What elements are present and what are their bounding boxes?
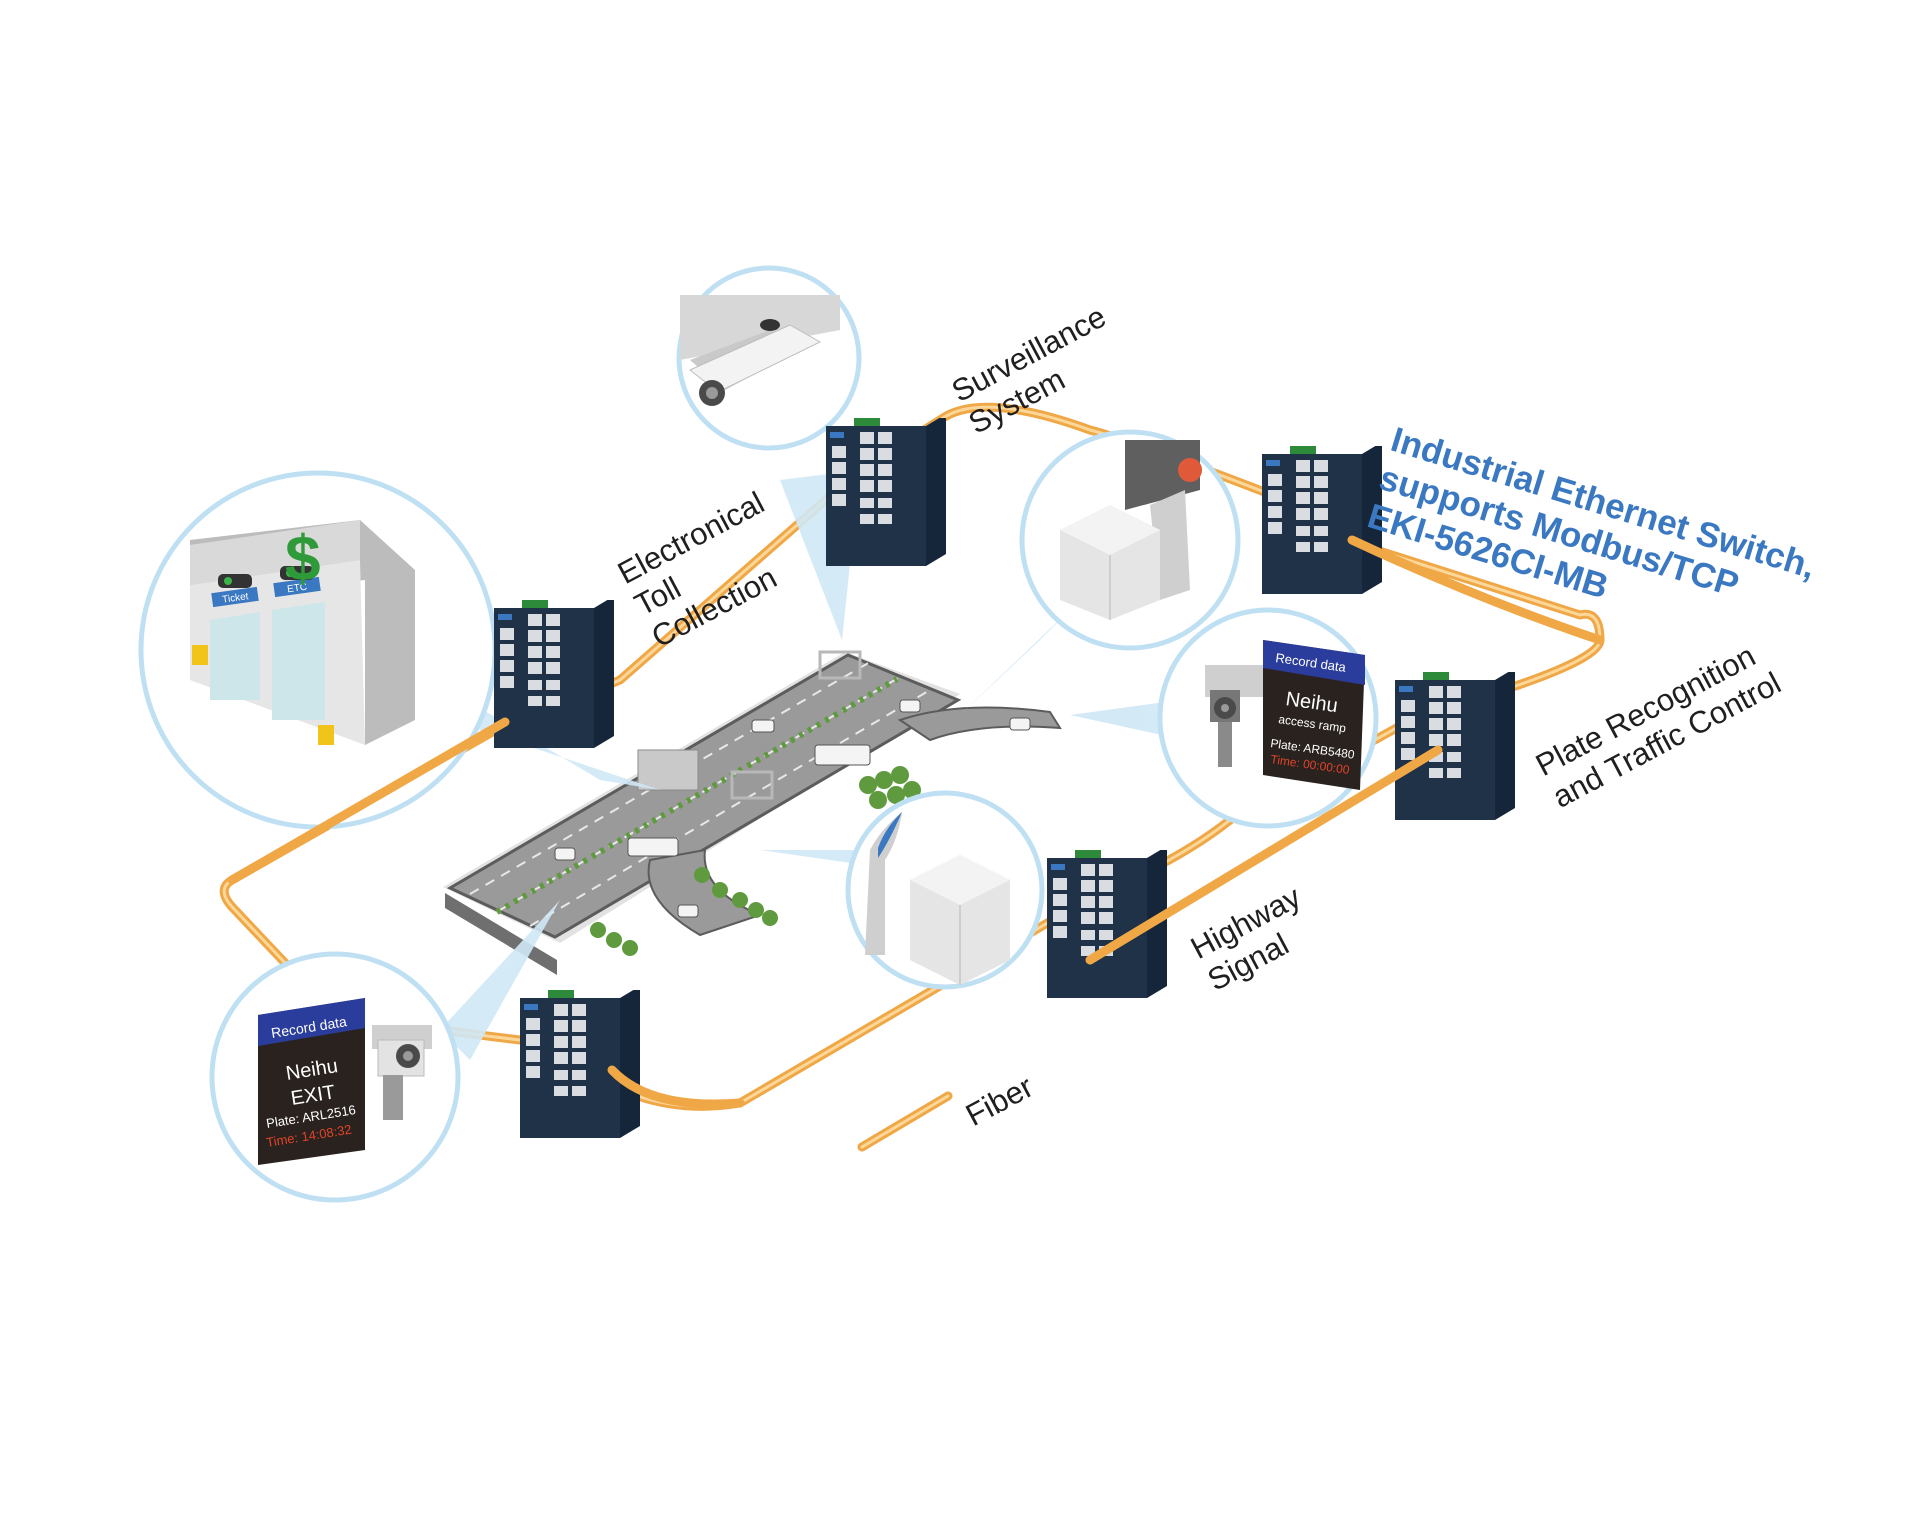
ethernet-switch-icon xyxy=(1395,672,1515,820)
record-display-exit: Record data Neihu EXIT Plate: ARL2516 Ti… xyxy=(258,998,365,1165)
ethernet-switch-icon xyxy=(520,990,640,1138)
record-display-access: Record data Neihu access ramp Plate: ARB… xyxy=(1263,640,1365,790)
svg-text:ETC: ETC xyxy=(287,582,308,596)
ethernet-switch-icon xyxy=(1262,446,1382,594)
toll-booth-icon: Ticket ETC $ xyxy=(190,520,415,745)
dollar-icon: $ xyxy=(285,522,321,594)
traffic-controller-icon xyxy=(865,812,1010,985)
surveillance-camera-icon xyxy=(680,295,840,406)
ethernet-switch-icon xyxy=(494,600,614,748)
highway-scene xyxy=(443,650,1062,975)
ethernet-switch-icon xyxy=(826,418,946,566)
plate-camera-icon xyxy=(1205,665,1263,767)
signal-cabinet-icon xyxy=(1060,440,1202,620)
exit-camera-icon xyxy=(372,1025,432,1120)
svg-text:Ticket: Ticket xyxy=(222,591,250,606)
